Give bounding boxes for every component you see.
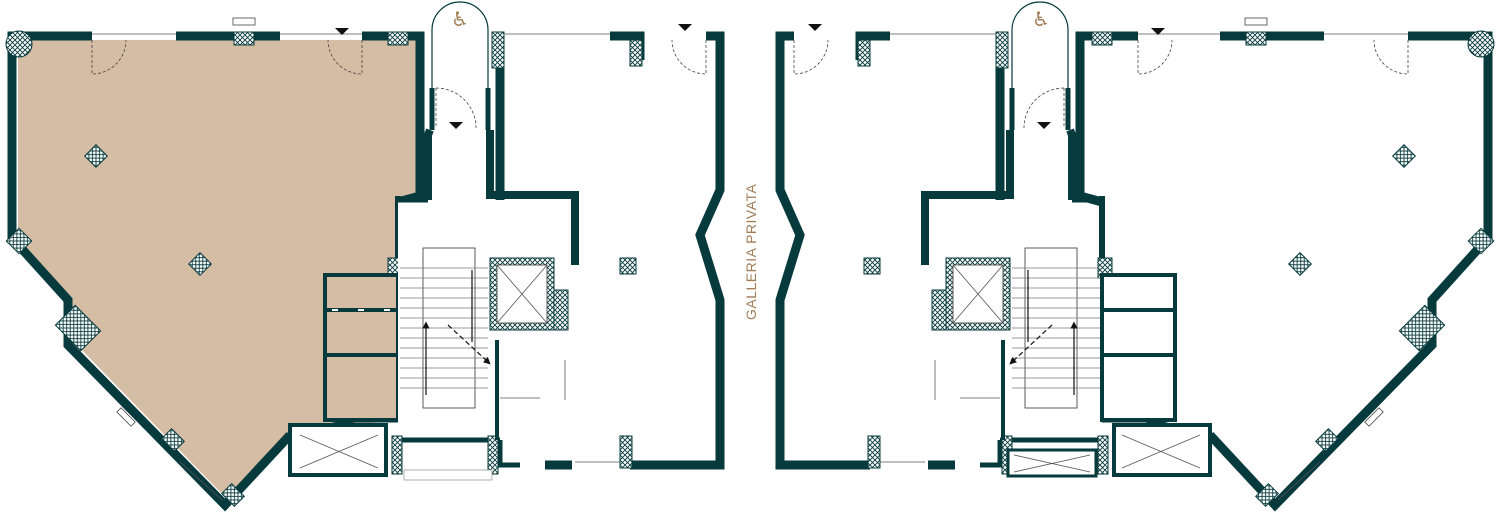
pillar <box>5 227 33 255</box>
wheelchair-icon: ♿ <box>451 7 469 31</box>
column <box>83 143 109 169</box>
wheelchair-icon: ♿ <box>1032 7 1050 31</box>
corridor-label: GALLERIA PRIVATA <box>743 183 759 320</box>
pillar <box>160 427 186 453</box>
pillar <box>54 304 102 352</box>
pillar <box>233 31 255 46</box>
right-building <box>775 1 1495 512</box>
column <box>187 251 213 277</box>
highlighted-unit[interactable] <box>18 40 420 500</box>
pillar <box>387 31 409 46</box>
shaft-left <box>288 423 388 477</box>
staircase-left <box>400 267 488 389</box>
left-building: ♿ <box>5 1 725 512</box>
pillar <box>220 482 246 508</box>
entrance-tower <box>431 1 489 130</box>
corner-column <box>5 30 33 58</box>
column <box>619 257 637 275</box>
